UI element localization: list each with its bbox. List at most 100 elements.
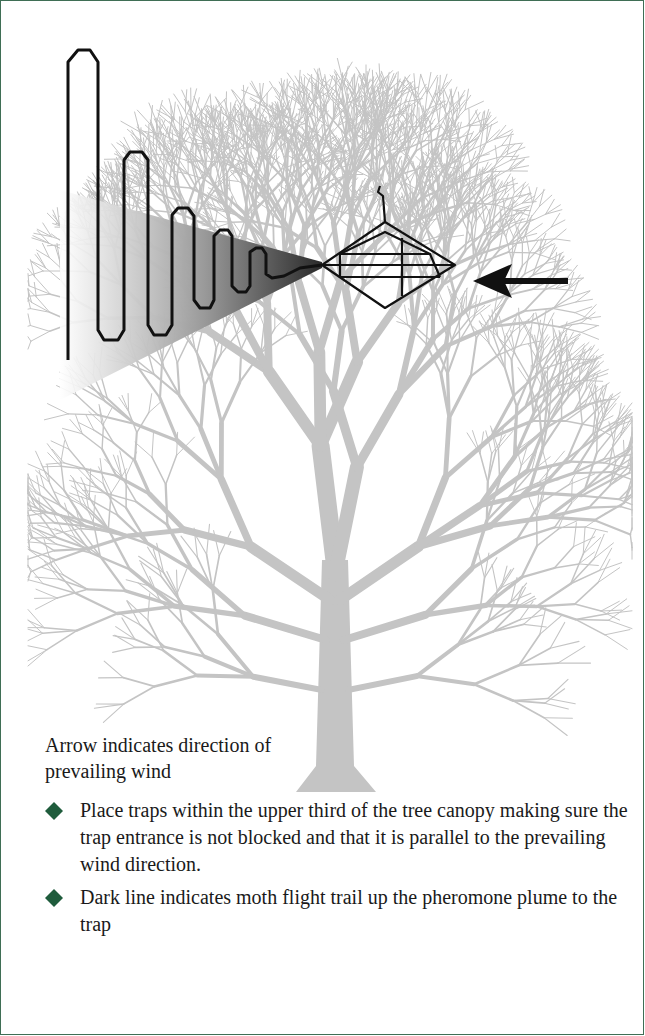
branch xyxy=(29,294,51,296)
branch xyxy=(202,225,215,228)
branch xyxy=(286,116,307,124)
branch xyxy=(260,152,287,181)
branch xyxy=(269,372,321,446)
branch xyxy=(161,104,174,119)
branch xyxy=(416,113,432,128)
branch xyxy=(186,141,209,149)
branch xyxy=(258,141,269,163)
branch xyxy=(117,179,118,200)
branch xyxy=(314,69,323,86)
branch xyxy=(28,341,31,349)
branch xyxy=(29,271,43,276)
branch xyxy=(428,137,429,155)
branch xyxy=(321,446,335,565)
branch xyxy=(195,134,208,143)
branch xyxy=(555,239,571,241)
branch xyxy=(472,129,483,150)
branch xyxy=(161,185,191,188)
branch xyxy=(551,220,565,227)
branch xyxy=(282,152,286,168)
branch xyxy=(266,93,267,109)
branch xyxy=(322,114,327,142)
branch xyxy=(211,114,221,128)
branch xyxy=(326,106,329,128)
branch xyxy=(344,78,355,92)
branch xyxy=(174,128,186,141)
branch xyxy=(454,90,465,108)
branch xyxy=(411,106,412,124)
branch xyxy=(507,147,525,154)
branch xyxy=(242,112,245,126)
branch xyxy=(28,314,30,326)
branch xyxy=(334,223,342,279)
branch xyxy=(457,133,472,138)
branch xyxy=(232,90,244,104)
branch xyxy=(46,268,62,281)
branch xyxy=(348,89,360,107)
branch xyxy=(495,134,514,139)
branch xyxy=(151,106,153,125)
branch xyxy=(539,195,551,206)
branch xyxy=(509,155,519,170)
branch xyxy=(255,109,259,123)
branch xyxy=(505,185,514,193)
branch xyxy=(425,140,446,141)
branch xyxy=(36,297,49,312)
branch xyxy=(234,307,268,371)
branch xyxy=(158,113,172,125)
branch xyxy=(268,138,276,162)
branch xyxy=(337,58,342,78)
branch xyxy=(425,122,439,141)
branch xyxy=(488,171,511,172)
branch xyxy=(170,132,186,141)
branch xyxy=(183,146,206,168)
branch xyxy=(148,136,150,152)
branch xyxy=(511,143,523,160)
branch xyxy=(529,187,533,203)
branch xyxy=(286,79,287,97)
branch xyxy=(321,79,335,92)
branch xyxy=(287,143,289,181)
branch xyxy=(346,135,356,173)
branch xyxy=(470,113,481,129)
branch xyxy=(37,229,51,237)
branch xyxy=(287,97,292,119)
branch xyxy=(533,188,537,204)
branch xyxy=(390,124,395,150)
branch xyxy=(338,104,346,135)
branch xyxy=(395,108,407,124)
branch xyxy=(386,91,387,114)
branch xyxy=(454,96,463,114)
branch xyxy=(244,104,255,124)
branch xyxy=(270,106,286,116)
branch xyxy=(116,164,120,177)
branch xyxy=(28,337,31,341)
branch xyxy=(405,99,423,103)
branch xyxy=(251,125,272,126)
branch xyxy=(433,129,448,158)
branch xyxy=(500,156,517,158)
branch xyxy=(476,111,483,130)
branch xyxy=(479,146,502,157)
branch xyxy=(98,178,109,188)
branch xyxy=(31,261,43,271)
branch xyxy=(139,185,161,187)
branch xyxy=(191,89,197,110)
branch xyxy=(488,160,511,172)
branch xyxy=(144,131,163,134)
branch xyxy=(445,137,461,139)
branch xyxy=(450,90,454,109)
branch xyxy=(195,116,197,132)
branch xyxy=(135,112,140,132)
branch xyxy=(226,92,228,112)
tree-trunk xyxy=(296,560,376,792)
branch xyxy=(386,96,397,115)
branch xyxy=(220,111,221,127)
branch xyxy=(412,109,428,126)
branch xyxy=(512,177,514,193)
branch xyxy=(432,101,443,113)
branch xyxy=(206,108,214,122)
branch xyxy=(245,139,251,164)
branch xyxy=(376,139,386,157)
